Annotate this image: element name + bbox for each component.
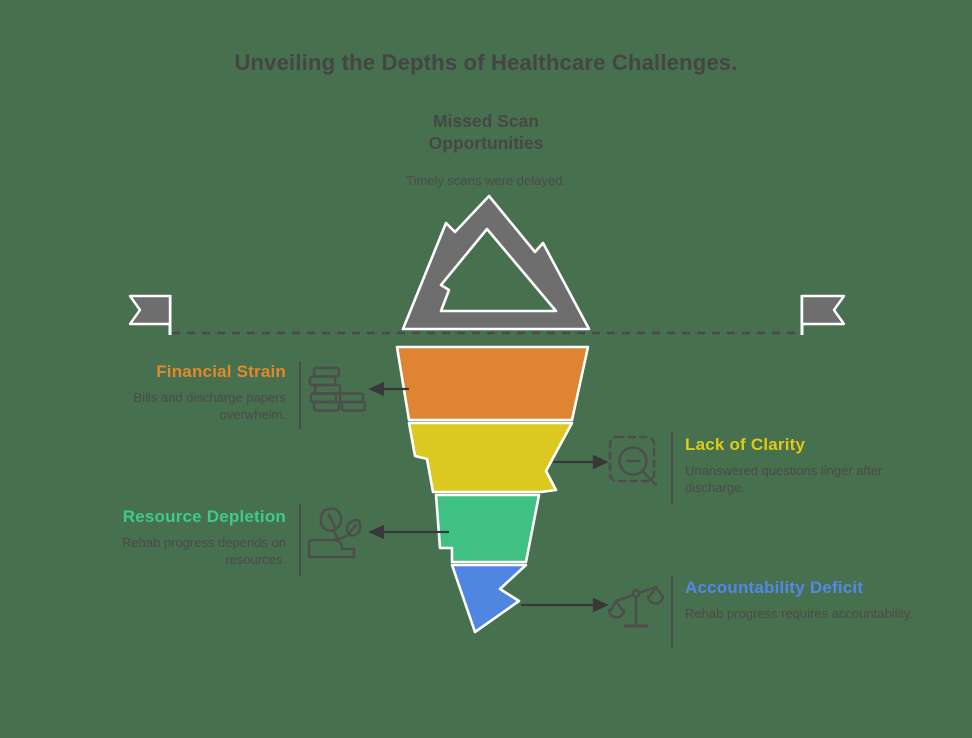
item-heading: Lack of Clarity	[685, 435, 806, 454]
divider-financial-strain	[299, 361, 301, 429]
funnel-segment-financial-strain	[395, 345, 590, 422]
item-resource-depletion: Resource Depletion Rehab progress depend…	[96, 507, 286, 568]
arrow-accountability-deficit	[521, 597, 609, 613]
mountain-icon	[401, 194, 591, 331]
item-description: Rehab progress requires accountability.	[685, 606, 914, 621]
page-title: Unveiling the Depths of Healthcare Chall…	[234, 50, 738, 75]
coins-stack-icon	[308, 366, 366, 412]
balance-scale-icon	[608, 585, 665, 628]
missed-scan-heading: Missed Scan Opportunities	[428, 111, 544, 153]
item-description: Bills and discharge papers overwhelm.	[133, 390, 286, 422]
item-heading: Resource Depletion	[122, 507, 286, 526]
item-heading: Accountability Deficit	[685, 578, 864, 597]
arrow-financial-strain	[368, 381, 409, 397]
mountain-inner-cutout	[439, 227, 558, 313]
item-lack-of-clarity: Lack of Clarity Unanswered questions lin…	[685, 435, 930, 496]
iceberg-funnel	[395, 345, 590, 634]
missed-scan-description: Timely scans were delayed.	[406, 173, 566, 188]
item-description: Unanswered questions linger after discha…	[685, 463, 883, 495]
item-financial-strain: Financial Strain Bills and discharge pap…	[96, 362, 286, 423]
funnel-segment-resource-depletion	[434, 493, 541, 564]
arrow-lack-of-clarity	[553, 454, 609, 470]
divider-lack-of-clarity	[671, 431, 673, 505]
item-accountability-deficit: Accountability Deficit Rehab progress re…	[685, 578, 930, 622]
divider-resource-depletion	[299, 504, 301, 576]
plant-sprout-icon	[307, 507, 362, 559]
flag-left-icon	[128, 294, 172, 335]
flag-right-icon	[800, 294, 846, 335]
divider-accountability-deficit	[671, 576, 673, 648]
funnel-segment-lack-of-clarity	[407, 421, 574, 494]
funnel-segment-accountability-deficit	[450, 563, 528, 634]
arrow-resource-depletion	[368, 524, 449, 540]
item-heading: Financial Strain	[156, 362, 286, 381]
magnifier-zoom-out-icon	[608, 435, 658, 487]
connector-arrows	[368, 381, 609, 613]
item-description: Rehab progress depends on resources.	[121, 535, 286, 567]
